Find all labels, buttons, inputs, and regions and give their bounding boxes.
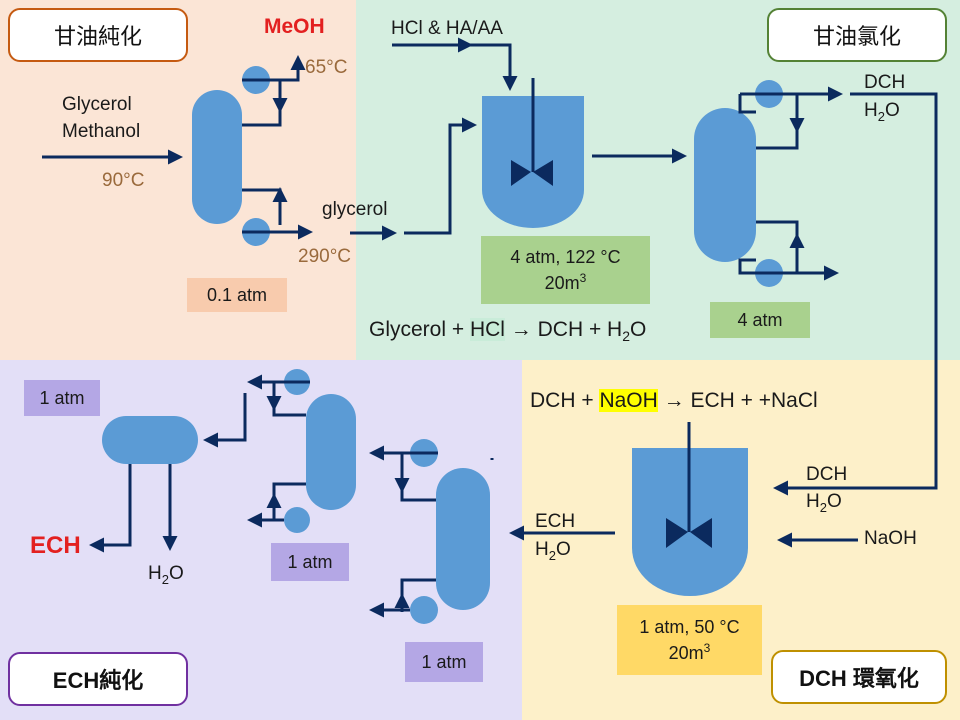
h2o-out-label: H2O [535,539,571,563]
methanol-feed-label: Methanol [62,121,141,142]
reaction-chlorination: Glycerol + HCl → DCH + H2O [369,318,647,345]
column3-pressure: 1 atm [287,551,333,572]
column4-pressure: 1 atm [421,651,467,672]
temp-65-label: 65°C [305,57,348,78]
column4-pressure-box: 1 atm [405,642,483,682]
hcl-feed-label: HCl & HA/AA [391,18,503,39]
flow-lines-glycerol-purification [42,55,477,241]
reactor2-conditions-line1: 1 atm, 50 °C [639,617,740,638]
ech-out-label: ECH [535,511,576,532]
section-title-dch-epoxidation: DCH 環氧化 [771,650,947,704]
reactor1-conditions-box: 4 atm, 122 °C 20m3 [481,236,650,304]
drum-pressure: 1 atm [39,387,85,408]
column2-pressure: 4 atm [737,309,783,330]
column-glycerol-purification [192,66,270,246]
flow-lines-ech-purification [89,374,494,618]
section-title-glycerol-purification: 甘油純化 [8,8,188,62]
glycerol-out-label: glycerol [322,199,388,220]
h2o-top-label: H2O [864,100,900,124]
section-title-glycerol-chlorination: 甘油氯化 [767,8,947,62]
reactor2-conditions-box: 1 atm, 50 °C 20m3 [617,605,762,675]
meoh-label: MeOH [264,15,325,38]
section-title-ech-purification: ECH純化 [8,652,188,706]
temp-90-label: 90°C [102,170,145,191]
reactor1-conditions-line2: 20m3 [544,270,587,293]
h2o-in-label: H2O [806,491,842,515]
reaction-epoxidation: DCH + NaOH → ECH + +NaCl [530,389,818,412]
separator-drum [102,416,198,464]
column-ech-3 [284,369,356,533]
glycerol-feed-label: Glycerol [62,94,132,115]
column1-pressure-box: 0.1 atm [187,278,287,312]
dch-top-label: DCH [864,72,906,93]
column2-pressure-box: 4 atm [710,302,810,338]
flow-lines-epoxidation [509,422,858,548]
column-chlorination [694,80,783,287]
reactor1-conditions-line1: 4 atm, 122 °C [510,247,621,268]
reactor2-conditions-line2: 20m3 [668,640,711,663]
h2o-ech-label: H2O [148,563,184,587]
flow-lines-chlorination [392,37,938,496]
temp-290-label: 290°C [298,246,352,267]
column-ech-4 [410,439,490,624]
drum-pressure-box: 1 atm [24,380,100,416]
column1-pressure: 0.1 atm [206,284,268,305]
naoh-in-label: NaOH [864,528,917,549]
column3-pressure-box: 1 atm [271,543,349,581]
ech-product-label: ECH [30,532,81,559]
dch-in-label: DCH [806,464,848,485]
